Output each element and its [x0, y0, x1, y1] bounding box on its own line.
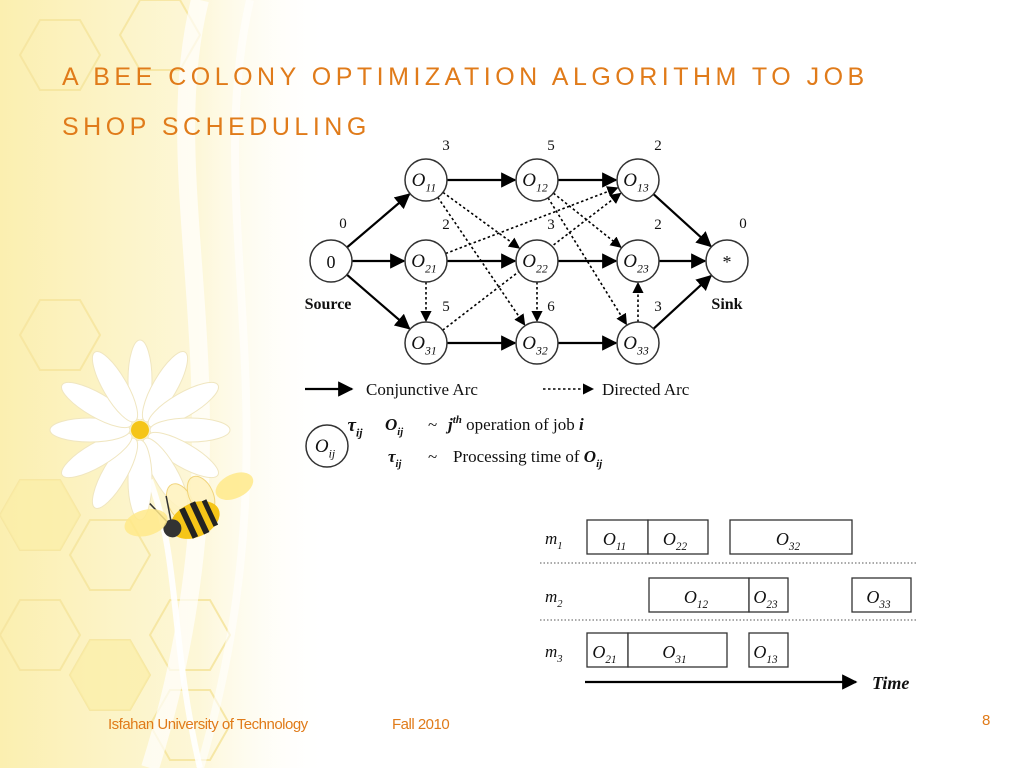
conjunctive-arc-o33-sink [652, 274, 712, 330]
directed-arc-o21-o13 [445, 186, 619, 255]
graph-node-o21: O21 2 [404, 217, 450, 283]
legend-tilde-1: ~ [428, 415, 437, 434]
node-weight-o22: 3 [547, 217, 555, 233]
legend-tilde-2: ~ [428, 447, 437, 466]
node-weight-o33: 3 [654, 299, 662, 315]
gantt-operation-2-3: O33 [851, 577, 912, 613]
node-label-o13: O13 [623, 170, 649, 194]
legend-oij: Oij [385, 415, 403, 438]
gantt-operation-3-1: O21 [586, 632, 629, 668]
gantt-operation-2-2: O23 [748, 577, 789, 613]
bee-icon [124, 472, 254, 539]
gantt-operation-label: O11 [603, 529, 626, 553]
node-weight-o12: 5 [547, 138, 555, 154]
node-label-o23: O23 [623, 251, 649, 275]
directed-arc-o11-o32 [437, 196, 526, 326]
node-weight-o21: 2 [442, 217, 450, 233]
node-weight-o11: 3 [442, 138, 450, 154]
legend-operation-text: jth operation of job i [445, 414, 584, 434]
graph-node-o12: O12 5 [515, 138, 559, 202]
slide-title: A BEE COLONY OPTIMIZATION ALGORITHM TO J… [62, 63, 869, 141]
node-weight-o23: 2 [654, 217, 662, 233]
graph-node-o13: O13 2 [616, 138, 662, 202]
legend-tau-symbol: τij [348, 415, 364, 439]
node-weight-o31: 5 [442, 299, 450, 315]
node-label-o33: O33 [623, 333, 649, 357]
source-label: Source [305, 296, 352, 313]
gantt-operation-label: O13 [753, 642, 778, 666]
gantt-time-label: Time [872, 673, 909, 693]
legend-processing-text: Processing time of Oij [453, 447, 603, 470]
graph-node-o11: O11 3 [404, 138, 450, 202]
node-weight-sink: 0 [739, 216, 747, 232]
gantt-operation-label: O23 [753, 587, 778, 611]
graph-node-src: 00 [309, 216, 353, 283]
gantt-operation-label: O21 [592, 642, 616, 666]
graph-node-o31: O31 5 [404, 299, 450, 365]
gantt-machine-label-2: m2 [545, 587, 563, 610]
gantt-operation-label: O33 [866, 587, 891, 611]
slide-number: 8 [982, 712, 990, 729]
gantt-machine-label-1: m1 [545, 529, 563, 552]
node-weight-o13: 2 [654, 138, 662, 154]
node-label-o31: O31 [411, 333, 437, 357]
gantt-operation-1-2: O22 [647, 519, 709, 555]
graph-node-o22: O22 3 [515, 217, 559, 283]
footer-term: Fall 2010 [392, 716, 450, 733]
node-label-o21: O21 [411, 251, 437, 275]
gantt-operation-1-1: O11 [586, 519, 649, 555]
conjunctive-arc-o13-sink [652, 193, 712, 248]
node-label-o12: O12 [522, 170, 548, 194]
gantt-operation-label: O31 [662, 642, 686, 666]
node-label-sink: * [723, 252, 732, 272]
graph-node-o23: O23 2 [616, 217, 662, 283]
conjunctive-arc-src-o11 [346, 193, 411, 249]
legend-node-circle [305, 424, 349, 468]
node-label-src: 0 [327, 252, 336, 272]
graph-node-o33: O33 3 [616, 299, 662, 365]
legend-conjunctive-label: Conjunctive Arc [366, 380, 478, 399]
node-weight-src: 0 [339, 216, 347, 232]
gantt-operation-label: O12 [684, 587, 709, 611]
gantt-operation-3-2: O31 [627, 632, 728, 668]
graph-node-o32: O32 6 [515, 299, 559, 365]
gantt-operation-label: O32 [776, 529, 801, 553]
legend-node-label: Oij [315, 436, 335, 460]
node-label-o22: O22 [522, 251, 548, 275]
node-label-o11: O11 [412, 170, 437, 194]
legend-directed-label: Directed Arc [602, 380, 690, 399]
gantt-machine-label-3: m3 [545, 642, 563, 665]
gantt-operation-1-3: O32 [729, 519, 853, 555]
directed-arc-o12-o23 [552, 192, 622, 248]
gantt-operation-label: O22 [663, 529, 688, 553]
gantt-operation-3-3: O13 [748, 632, 789, 668]
node-label-o32: O32 [522, 333, 548, 357]
sink-label: Sink [711, 296, 742, 313]
node-weight-o32: 6 [547, 299, 555, 315]
legend-tauij: τij [388, 447, 401, 470]
conjunctive-arc-src-o31 [346, 273, 411, 330]
directed-arc-o11-o22 [442, 191, 521, 249]
graph-node-sink: *0 [705, 216, 749, 283]
footer-institution: Isfahan University of Technology [108, 716, 308, 733]
gantt-operation-2-1: O12 [648, 577, 750, 613]
